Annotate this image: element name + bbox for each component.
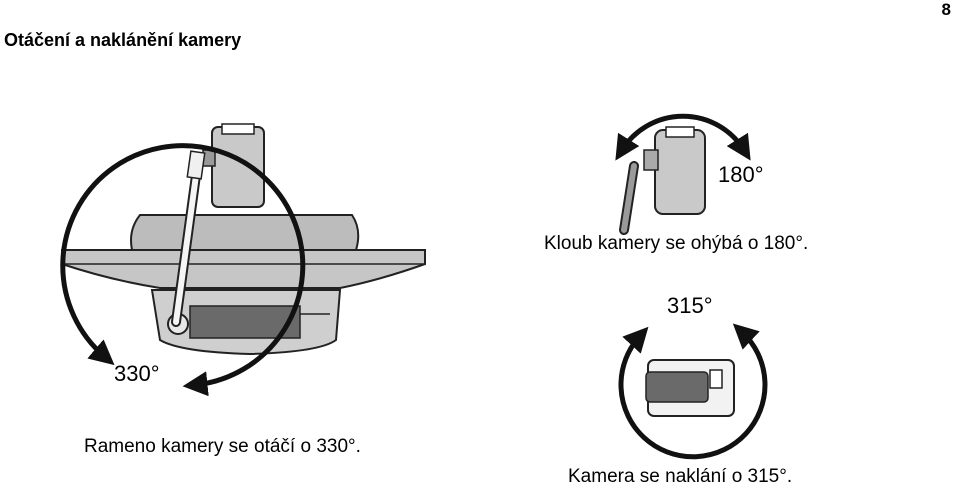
tilt-degrees-label: 315° <box>667 293 713 318</box>
joint-caption: Kloub kamery se ohýbá o 180°. <box>544 233 809 254</box>
joint-degrees-label: 180° <box>718 162 764 187</box>
arm-rotation-illustration <box>60 123 426 397</box>
page-number: 8 <box>941 0 951 19</box>
tilt-caption: Kamera se naklání o 315°. <box>568 466 793 487</box>
arm-degrees-label: 330° <box>114 361 160 386</box>
tilt-illustration <box>618 323 768 460</box>
arm-caption: Rameno kamery se otáčí o 330°. <box>84 436 361 457</box>
page-title: Otáčení a naklánění kamery <box>4 30 242 50</box>
joint-bend-illustration <box>615 113 751 235</box>
